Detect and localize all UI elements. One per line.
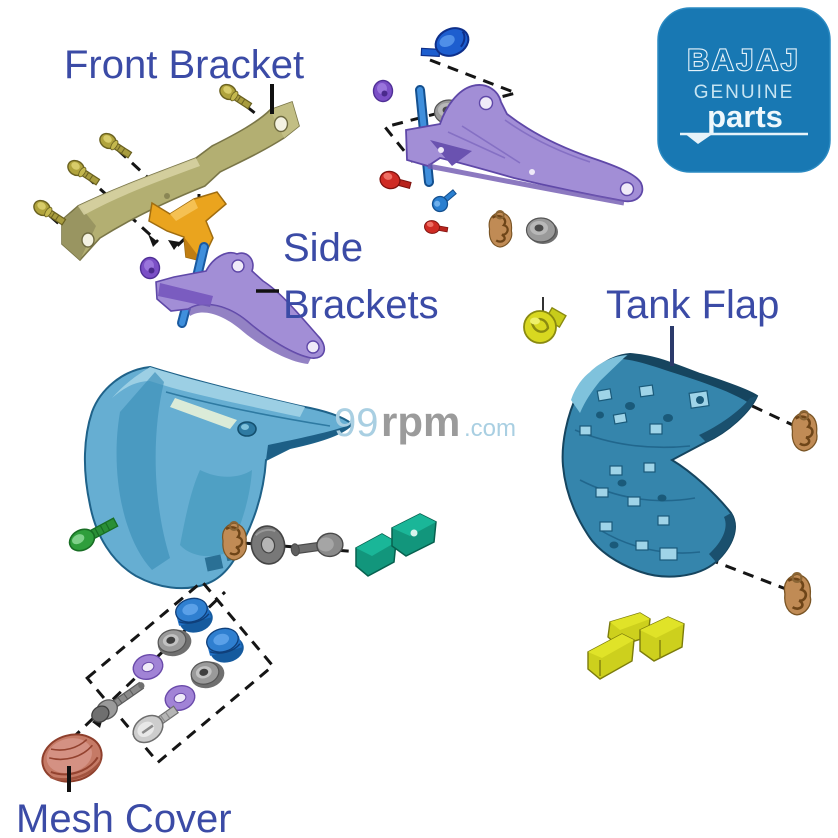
- tank-flap-left-part: [83, 365, 354, 590]
- dashed-connector: [689, 550, 787, 591]
- label-tank-flap: Tank Flap: [606, 283, 779, 327]
- label-side-brackets-line2: Brackets: [283, 283, 439, 327]
- rivet-gray-part: [290, 532, 344, 558]
- screw-red-icon: [377, 168, 414, 195]
- watermark: 99 rpm .com: [334, 398, 516, 445]
- arrowhead: [148, 234, 158, 247]
- clip-yellow-part: [587, 612, 685, 680]
- screw-yellow-part: [523, 297, 567, 344]
- callouts: Front Bracket Side Brackets Tank Flap Me…: [16, 43, 779, 838]
- logo-parts-text: parts: [707, 99, 783, 134]
- watermark-dotcom: .com: [464, 415, 516, 442]
- speed-nut-clip-icon: [221, 520, 248, 562]
- clip-teal-part: [355, 513, 437, 577]
- front-bracket-part: [61, 100, 300, 262]
- grommet-icon: [372, 79, 394, 103]
- bracket-hole: [306, 340, 320, 354]
- tank-flap-right-assembly: [561, 352, 819, 617]
- rubber-bush-icon: [203, 623, 248, 668]
- logo-genuine-text: GENUINE: [694, 82, 795, 103]
- bracket-hole: [81, 232, 95, 248]
- logo-brand-text: BAJAJ: [687, 44, 800, 77]
- speed-nut-clip-icon: [790, 409, 819, 453]
- side-bracket-lower-part: [155, 252, 326, 364]
- label-front-bracket: Front Bracket: [64, 43, 304, 87]
- side-bracket-upper-part: [405, 84, 644, 206]
- tank-flap-left-assembly: [68, 365, 437, 590]
- speed-nut-clip-icon: [487, 209, 513, 249]
- bracket-hole: [231, 259, 245, 273]
- bolt-long-gray-part: [91, 681, 145, 723]
- screw-silver-part: [132, 705, 179, 744]
- bajaj-genuine-parts-logo: BAJAJ GENUINE parts: [657, 7, 831, 173]
- grommet-icon: [139, 256, 161, 280]
- mesh-cover-part: [41, 733, 103, 783]
- label-mesh-cover: Mesh Cover: [16, 797, 232, 838]
- hardware-kit-outline: [85, 579, 275, 765]
- knob-bolt-blue-part: [420, 27, 470, 57]
- mounting-bolt-icon: [64, 156, 103, 189]
- bracket-hole: [478, 95, 494, 111]
- washer-gray-icon: [187, 656, 228, 693]
- arrowhead: [168, 240, 180, 250]
- bracket-hole: [164, 193, 170, 199]
- speed-nut-clip-icon: [783, 571, 812, 617]
- bolt-blue-small-part: [431, 189, 457, 213]
- side-bracket-upper-assembly: [372, 27, 644, 249]
- front-bracket-assembly: [30, 80, 326, 364]
- mesh-cover-assembly: [41, 579, 275, 783]
- washer-ring-part: [250, 525, 286, 565]
- mounting-bolt-icon: [96, 129, 135, 162]
- mounting-bolt-icon: [30, 196, 69, 229]
- bracket-hole: [273, 115, 289, 133]
- washer-purple-icon: [161, 681, 199, 715]
- watermark-rpm: rpm: [381, 398, 460, 445]
- bushing-icon: [525, 217, 559, 245]
- bolt-green-part: [68, 517, 119, 552]
- screw-red-icon: [423, 218, 450, 237]
- bracket-hole: [619, 181, 635, 197]
- label-side-brackets-line1: Side: [283, 226, 363, 270]
- logo-background: [657, 7, 831, 173]
- logo-underline-notch: [684, 133, 714, 144]
- tank-flap-right-part: [561, 352, 759, 578]
- watermark-num: 99: [334, 401, 379, 445]
